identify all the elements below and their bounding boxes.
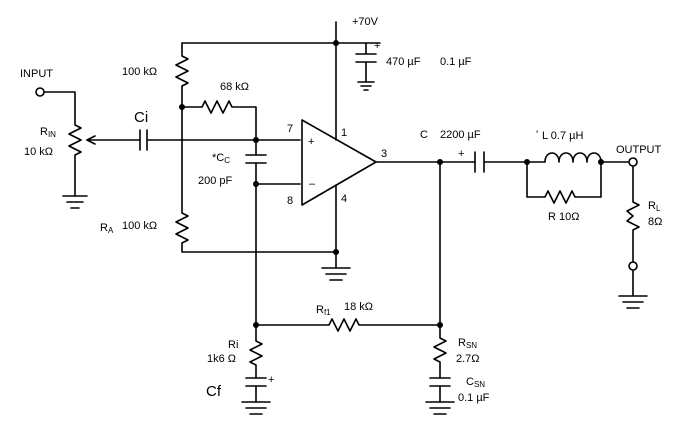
output-terminal[interactable] (628, 157, 638, 167)
csn-value: 0.1 µF (458, 392, 490, 404)
opamp-plus: + (308, 136, 315, 148)
csn-capacitor (429, 377, 451, 403)
ra-resistor (175, 139, 337, 253)
ci-label: Ci (134, 109, 149, 126)
rf1-resistor (255, 318, 441, 332)
r-top-value: 100 kΩ (122, 66, 158, 78)
ra-name: RA (100, 222, 114, 235)
input-terminal[interactable] (35, 87, 45, 97)
68k-resistor (181, 100, 257, 141)
rf1-name: Rf1 (316, 304, 331, 317)
top-100k-resistor (175, 42, 189, 141)
input-label: INPUT (20, 68, 53, 80)
ri-name: Ri (228, 339, 239, 351)
rsn-resistor (433, 329, 447, 379)
opamp-pin3: 3 (381, 148, 388, 160)
output-label: OUTPUT (616, 144, 662, 156)
opamp-pin4: 4 (341, 193, 348, 205)
rsn-value: 2.7Ω (456, 353, 480, 365)
inverting-wire (255, 183, 301, 326)
c-out-value: 2200 µF (440, 129, 481, 141)
cc-capacitor (245, 139, 267, 185)
r10-resistor (526, 161, 602, 204)
cc-name: *CC (212, 152, 231, 165)
opamp-minus: – (309, 178, 316, 190)
cc-value: 200 pF (198, 175, 233, 187)
ra-value: 100 kΩ (122, 220, 158, 232)
cf-capacitor (245, 377, 267, 403)
ci-capacitor (139, 129, 301, 151)
supply-bypass-capacitor (355, 42, 377, 91)
inductor-mark: ' (536, 129, 539, 141)
ri-value: 1k6 Ω (207, 353, 237, 365)
csn-ground (425, 401, 455, 415)
inductor-coil (526, 152, 634, 163)
cf-label: Cf (206, 383, 221, 400)
rl-value: 8Ω (648, 216, 663, 228)
opamp-pin8: 8 (287, 195, 294, 207)
supply-cap-polarity: + (374, 40, 381, 52)
opamp-pin1: 1 (341, 127, 348, 139)
supply-cap-01: 0.1 µF (440, 56, 472, 68)
r-68k-value: 68 kΩ (220, 81, 250, 93)
supply-label: +70V (352, 16, 378, 28)
opamp-ground (321, 267, 351, 281)
inductor-label: L 0.7 µH (542, 130, 584, 142)
rin-value: 10 kΩ (24, 146, 54, 158)
c-out-polarity: + (458, 148, 465, 160)
ri-resistor (249, 324, 263, 379)
rl-ground (618, 265, 648, 309)
rf1-value: 18 kΩ (344, 301, 374, 313)
input-wire (43, 91, 82, 197)
opamp-pin7: 7 (287, 123, 294, 135)
r10-label: R 10Ω (548, 211, 580, 223)
rl-name: RL (648, 200, 661, 213)
opamp-triangle (301, 119, 377, 206)
rl-terminal[interactable] (628, 261, 638, 271)
rl-resistor (626, 161, 640, 267)
pot-ground (62, 195, 88, 209)
c-out-name: C (420, 129, 428, 141)
csn-name: CSN (466, 376, 486, 389)
junction-dots (179, 40, 604, 328)
rsn-name: RSN (458, 337, 478, 350)
cf-polarity: + (268, 374, 275, 386)
c-out-capacitor (474, 151, 485, 173)
cf-ground (241, 401, 271, 415)
rin-name: RIN (40, 126, 56, 139)
supply-cap-470: 470 µF (386, 56, 421, 68)
